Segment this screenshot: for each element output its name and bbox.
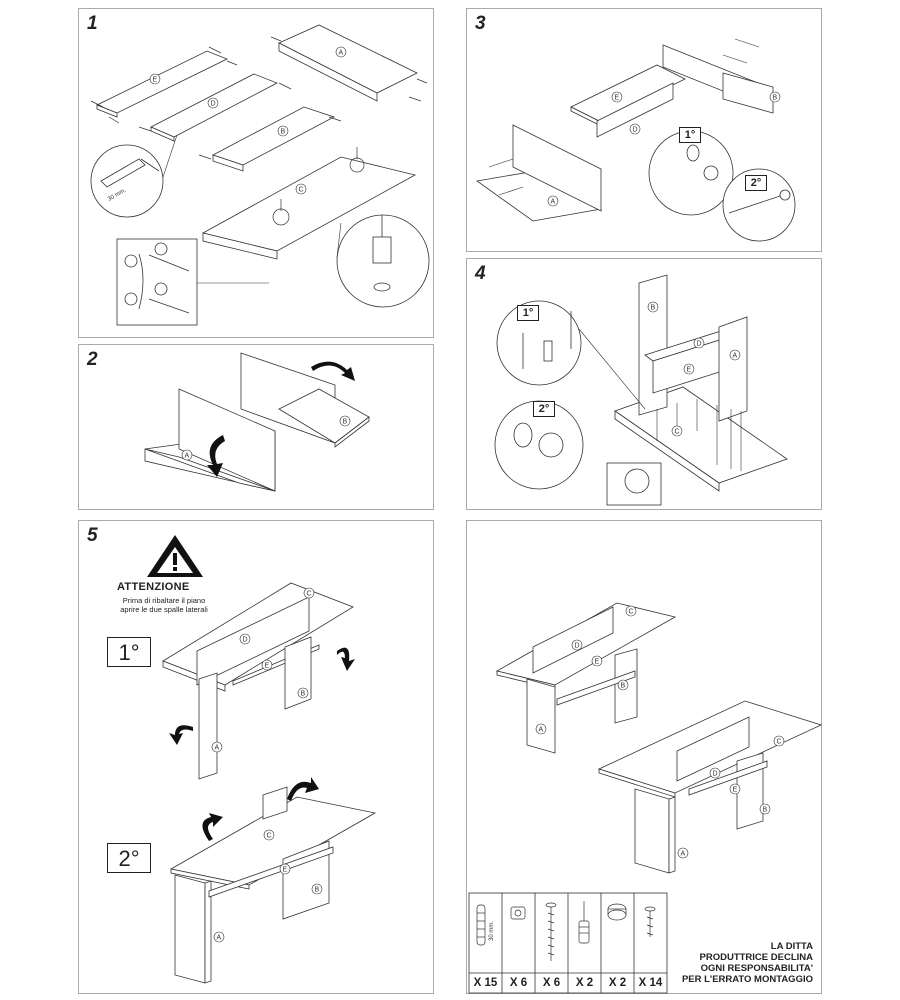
- part-label-e: E: [595, 659, 600, 666]
- rotate-arrow-icon: [169, 725, 193, 745]
- step-5-drawing: C D E B A C E B A: [147, 535, 377, 984]
- part-label-b: B: [773, 95, 778, 102]
- part-label-d: D: [211, 101, 216, 108]
- part-label-e: E: [687, 367, 692, 374]
- warning-text-1: Prima di ribaltare il piano: [122, 596, 206, 605]
- rotate-arrow-icon: [202, 813, 223, 841]
- part-label-b: B: [651, 305, 656, 312]
- order-badge-second: 2°: [745, 175, 767, 191]
- part-label-a: A: [551, 199, 556, 206]
- part-label-b: B: [281, 129, 286, 136]
- part-label-e: E: [153, 77, 158, 84]
- part-label-c: C: [307, 591, 312, 598]
- short-screw-icon: [644, 906, 656, 937]
- step-1-drawing: E D A B C 30 mm.: [90, 24, 430, 326]
- part-label-e: E: [265, 663, 270, 670]
- hardware-qty-long-screw: X 6: [542, 977, 561, 989]
- step-number: 1: [87, 13, 98, 34]
- order-badge-second: 2°: [533, 401, 555, 417]
- hardware-table: [468, 892, 668, 994]
- part-label-c: C: [675, 429, 680, 436]
- wood-dowel-icon: [476, 904, 486, 946]
- hardware-qty-cam-bolt: X 2: [575, 977, 594, 989]
- step-2-drawing: A B: [144, 352, 370, 492]
- part-label-b: B: [343, 419, 348, 426]
- step-2-panel: 2 A B: [78, 344, 434, 510]
- warning-icon: [147, 535, 203, 577]
- part-label-a: A: [539, 727, 544, 734]
- final-panel: C D E B A C D E B A 30 mm.: [466, 520, 823, 994]
- step-number: 5: [87, 525, 98, 546]
- dowel-length-label: 30 mm.: [489, 921, 495, 941]
- rotate-arrow-icon: [287, 777, 319, 801]
- step-3-panel: 3 A E D B: [466, 8, 822, 252]
- disclaimer-line-3: OGNI RESPONSABILITA': [700, 963, 813, 974]
- hardware-qty-cam-barrel: X 6: [509, 977, 528, 989]
- part-label-c: C: [267, 833, 272, 840]
- order-box-second: 2°: [107, 843, 151, 873]
- part-label-c: C: [299, 187, 304, 194]
- step-1-panel: 1: [78, 8, 434, 338]
- step-4-panel: 4 B D E A C: [466, 258, 822, 510]
- step-number: 2: [87, 349, 98, 370]
- disclaimer-line-2: PRODUTTRICE DECLINA: [699, 952, 813, 963]
- order-box-first: 1°: [107, 637, 151, 667]
- step-number: 4: [475, 263, 486, 284]
- long-screw-icon: [545, 902, 557, 961]
- part-label-d: D: [575, 643, 580, 650]
- part-label-a: A: [215, 745, 220, 752]
- part-label-b: B: [301, 691, 306, 698]
- part-label-d: D: [243, 637, 248, 644]
- hardware-qty-short-screw: X 14: [638, 977, 663, 989]
- part-label-a: A: [339, 50, 344, 57]
- rotate-arrow-icon: [311, 361, 355, 381]
- part-label-b: B: [763, 807, 768, 814]
- warning-text-2: aprire le due spalle laterali: [120, 605, 208, 614]
- hardware-qty-cam-lock: X 2: [608, 977, 627, 989]
- part-label-e: E: [615, 95, 620, 102]
- step-3-drawing: A E D B: [475, 38, 796, 242]
- step-4-drawing: B D E A C: [494, 274, 788, 506]
- step-number: 3: [475, 13, 486, 34]
- part-label-d: D: [633, 127, 638, 134]
- order-badge-first: 1°: [679, 127, 701, 143]
- warning-title: ATTENZIONE: [117, 581, 190, 593]
- part-label-a: A: [217, 935, 222, 942]
- part-label-e: E: [283, 867, 288, 874]
- part-label-d: D: [697, 341, 702, 348]
- cam-barrel-icon: [510, 906, 526, 920]
- part-label-e: E: [733, 787, 738, 794]
- part-label-c: C: [629, 609, 634, 616]
- order-badge-first: 1°: [517, 305, 539, 321]
- rotate-arrow-icon: [337, 647, 355, 671]
- disclaimer-line-4: PER L'ERRATO MONTAGGIO: [681, 974, 813, 985]
- part-label-b: B: [621, 683, 626, 690]
- part-label-a: A: [185, 453, 190, 460]
- step-5-panel: 5: [78, 520, 434, 994]
- rotate-arrow-icon: [207, 435, 225, 477]
- part-label-d: D: [713, 771, 718, 778]
- part-label-a: A: [681, 851, 686, 858]
- final-assembly-drawing: C D E B A C D E B A 30 mm.: [468, 602, 823, 994]
- part-label-c: C: [777, 739, 782, 746]
- cam-lock-icon: [607, 903, 627, 921]
- part-label-a: A: [733, 353, 738, 360]
- cam-bolt-icon: [578, 901, 590, 944]
- hardware-qty-dowel: X 15: [473, 977, 498, 989]
- part-label-b: B: [315, 887, 320, 894]
- disclaimer-line-1: LA DITTA: [770, 941, 813, 952]
